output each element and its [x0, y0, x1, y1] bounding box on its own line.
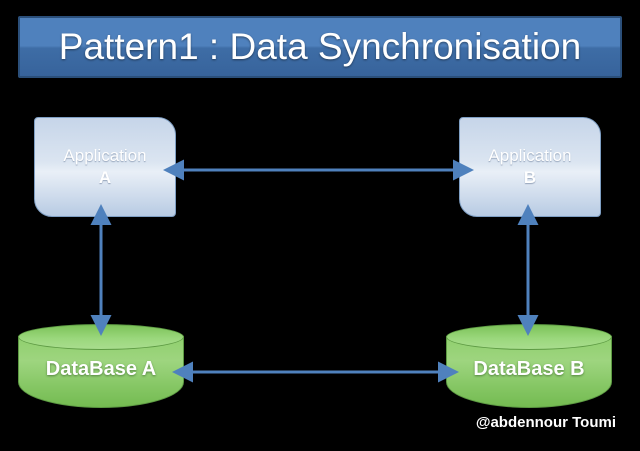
database-b-cylinder-top [446, 324, 612, 350]
node-application-b: Application B [459, 117, 601, 217]
page-title: Pattern1 : Data Synchronisation [58, 26, 582, 67]
node-database-b: DataBase B [446, 324, 612, 420]
title-banner: Pattern1 : Data Synchronisation [18, 16, 622, 78]
database-a-label: DataBase A [45, 358, 157, 380]
application-b-label-line2: B [523, 168, 537, 187]
application-a-label-line2: A [98, 168, 112, 187]
database-b-label: DataBase B [473, 358, 585, 380]
node-database-a: DataBase A [18, 324, 184, 420]
database-a-cylinder-top [18, 324, 184, 350]
watermark: @abdennour Toumi [475, 414, 616, 431]
node-application-a: Application A [34, 117, 176, 217]
application-a-label-line1: Application [63, 146, 147, 166]
application-b-label-line1: Application [488, 146, 572, 166]
